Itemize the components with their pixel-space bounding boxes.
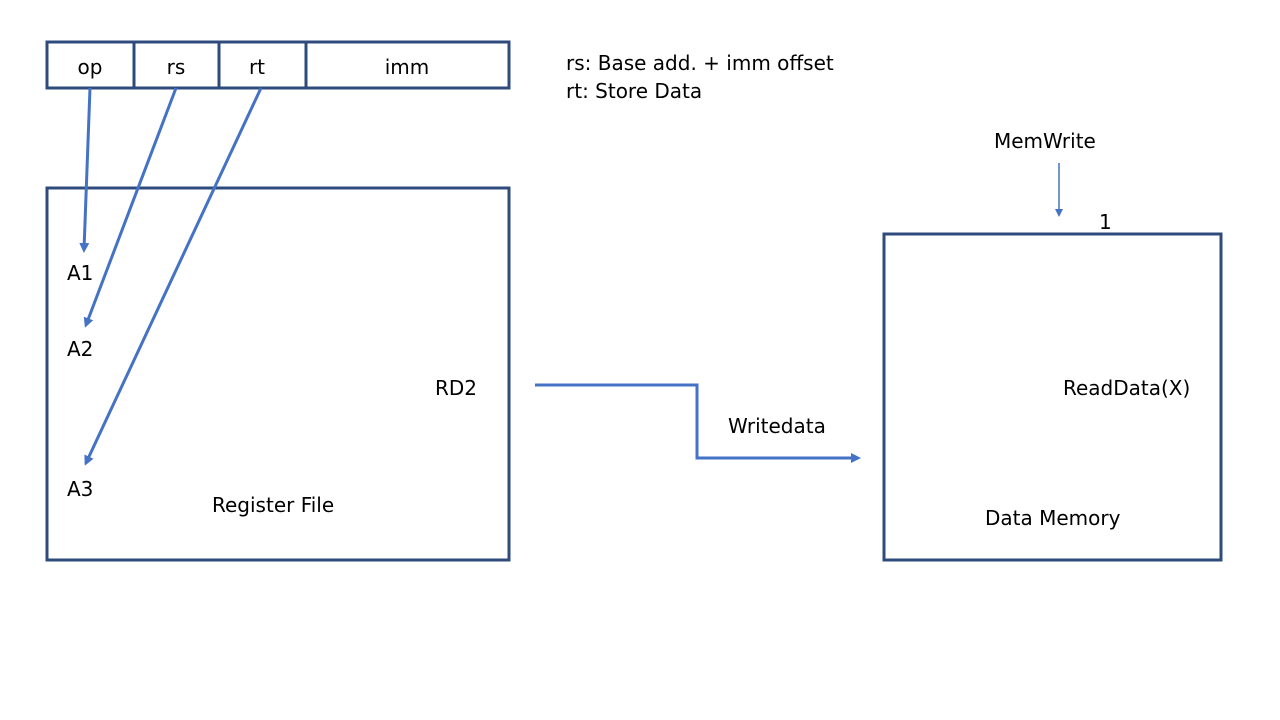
- note-rs: rs: Base add. + imm offset: [566, 51, 834, 75]
- data-memory-box: [882, 232, 1223, 562]
- instruction-field-rs: rs: [167, 55, 186, 79]
- register-file: A1 A2 A3 RD2 Register File: [45, 186, 511, 562]
- instruction-field-imm: imm: [385, 55, 430, 79]
- data-memory-read-data: ReadData(X): [1063, 376, 1190, 400]
- register-file-port-a3: A3: [67, 477, 93, 501]
- arrow-op-to-a1: [79, 87, 92, 253]
- register-file-port-a2: A2: [67, 337, 93, 361]
- register-file-port-rd2: RD2: [435, 376, 477, 400]
- instruction-field-imm-box: [304, 40, 511, 90]
- instruction-field-op: op: [78, 55, 103, 79]
- wire-rd2-to-writedata: [535, 383, 861, 463]
- register-file-port-a1: A1: [67, 261, 93, 285]
- note-rt: rt: Store Data: [566, 79, 702, 103]
- arrow-rt-to-a3: [84, 87, 263, 466]
- instruction-format: op rs rt imm: [45, 40, 511, 90]
- memwrite-label: MemWrite: [994, 129, 1096, 153]
- register-file-box: [45, 186, 511, 562]
- data-memory: ReadData(X) Data Memory: [882, 232, 1223, 562]
- arrow-rs-to-a2: [83, 87, 178, 328]
- memwrite-value: 1: [1099, 210, 1112, 234]
- register-file-title: Register File: [212, 493, 334, 517]
- data-memory-title: Data Memory: [985, 506, 1121, 530]
- instruction-field-rt: rt: [249, 55, 265, 79]
- wire-writedata-label: Writedata: [728, 414, 826, 438]
